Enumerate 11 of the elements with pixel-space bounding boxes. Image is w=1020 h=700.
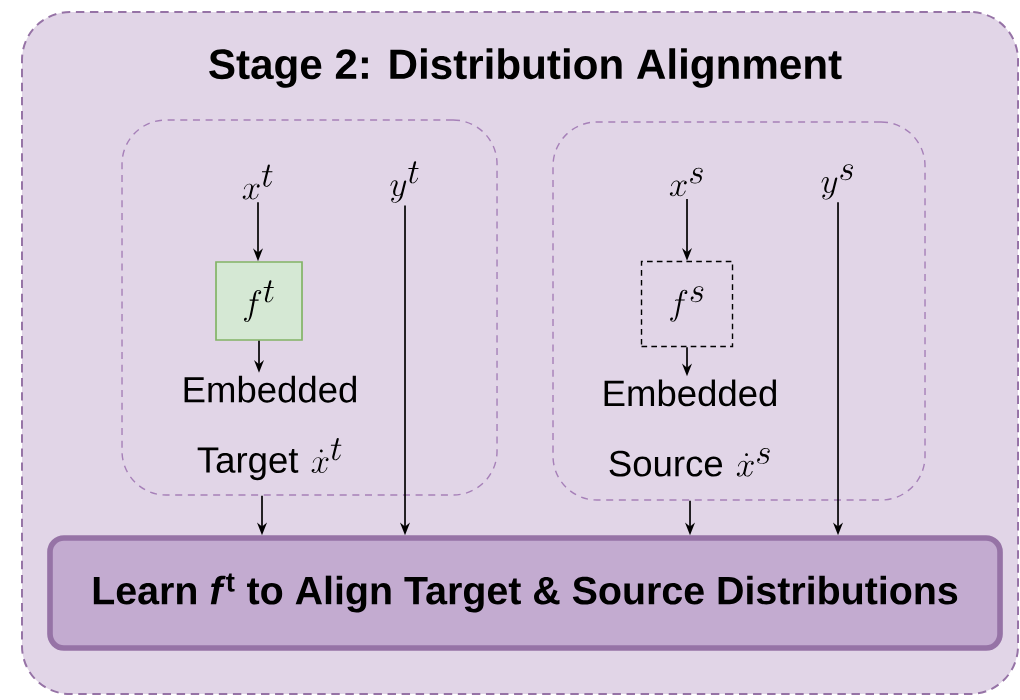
math-symbol: $y^t$ bbox=[390, 161, 419, 203]
function-box: $f^s$ bbox=[640, 260, 734, 348]
math-symbol: $x^t$ bbox=[242, 164, 273, 200]
embedding-label: Embedded Target $\dot{x}^t$ bbox=[184, 375, 356, 481]
math-symbol: $y^s$ bbox=[821, 164, 853, 200]
function-box: $f^t$ bbox=[215, 261, 303, 341]
embedding-label: Embedded Source $\dot{x}^s$ bbox=[604, 379, 776, 477]
dashed-group bbox=[121, 119, 498, 496]
math-symbol: $x^s$ bbox=[669, 167, 703, 197]
dashed-group bbox=[552, 121, 926, 501]
objective-box: Learn f$^{t}$ to Align Target & Source Distributions bbox=[47, 535, 1003, 651]
